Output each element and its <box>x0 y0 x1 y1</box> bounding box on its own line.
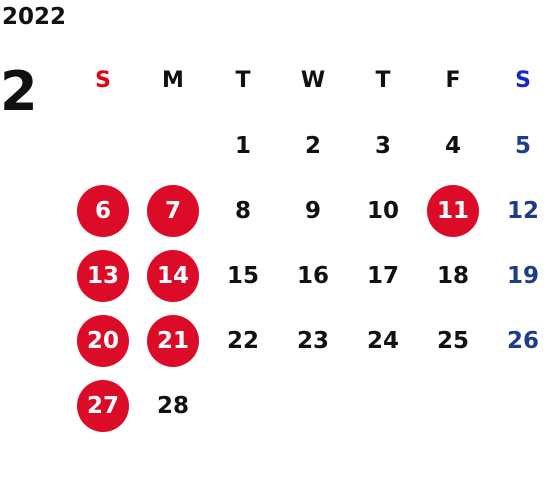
holiday-date: 13 <box>77 249 129 302</box>
weekday-header-sat: S <box>515 68 531 93</box>
date-cell[interactable]: 27 <box>68 373 138 438</box>
date-number: 15 <box>226 262 259 289</box>
date-number: 9 <box>304 197 321 224</box>
date-number: 19 <box>506 262 539 289</box>
weekday-header-wed: W <box>300 68 326 93</box>
date-number: 26 <box>506 327 539 354</box>
empty-cell <box>488 373 548 438</box>
date-cell[interactable]: 25 <box>418 308 488 373</box>
weekday-header-thu: T <box>375 68 391 93</box>
holiday-date: 27 <box>77 379 129 432</box>
weekday-header-tue: T <box>235 68 251 93</box>
empty-cell <box>138 113 208 178</box>
weekday-header-fri: F <box>445 68 461 93</box>
date-cell[interactable]: 14 <box>138 243 208 308</box>
date-cell[interactable]: 17 <box>348 243 418 308</box>
date-cell[interactable]: 16 <box>278 243 348 308</box>
date-cell[interactable]: 5 <box>488 113 548 178</box>
date-cell[interactable]: 18 <box>418 243 488 308</box>
holiday-date: 7 <box>147 184 199 237</box>
date-cell[interactable]: 28 <box>138 373 208 438</box>
date-number: 18 <box>436 262 469 289</box>
date-cell[interactable]: 26 <box>488 308 548 373</box>
date-number: 2 <box>304 132 321 159</box>
date-cell[interactable]: 19 <box>488 243 548 308</box>
date-number: 3 <box>374 132 391 159</box>
date-number: 4 <box>444 132 461 159</box>
empty-cell <box>68 113 138 178</box>
date-number: 28 <box>156 392 189 419</box>
holiday-date: 11 <box>427 184 479 237</box>
date-number: 22 <box>226 327 259 354</box>
empty-cell <box>348 373 418 438</box>
weekday-header-mon: M <box>162 68 184 93</box>
date-number: 25 <box>436 327 469 354</box>
date-cell[interactable]: 6 <box>68 178 138 243</box>
holiday-date: 6 <box>77 184 129 237</box>
date-number: 1 <box>234 132 251 159</box>
empty-cell <box>208 373 278 438</box>
date-number: 5 <box>514 132 531 159</box>
holiday-date: 20 <box>77 314 129 367</box>
date-number: 24 <box>366 327 399 354</box>
date-cell[interactable]: 10 <box>348 178 418 243</box>
date-cell[interactable]: 4 <box>418 113 488 178</box>
date-number: 16 <box>296 262 329 289</box>
date-cell[interactable]: 9 <box>278 178 348 243</box>
date-cell[interactable]: 22 <box>208 308 278 373</box>
date-number: 17 <box>366 262 399 289</box>
empty-cell <box>278 373 348 438</box>
holiday-date: 21 <box>147 314 199 367</box>
date-cell[interactable]: 23 <box>278 308 348 373</box>
date-number: 23 <box>296 327 329 354</box>
date-cell[interactable]: 21 <box>138 308 208 373</box>
weekday-header-sun: S <box>95 68 111 93</box>
date-number: 8 <box>234 197 251 224</box>
holiday-date: 14 <box>147 249 199 302</box>
date-cell[interactable]: 20 <box>68 308 138 373</box>
date-cell[interactable]: 1 <box>208 113 278 178</box>
date-cell[interactable]: 15 <box>208 243 278 308</box>
date-cell[interactable]: 13 <box>68 243 138 308</box>
empty-cell <box>418 373 488 438</box>
month-number: 2 <box>0 60 38 123</box>
date-cell[interactable]: 7 <box>138 178 208 243</box>
date-number: 12 <box>506 197 539 224</box>
date-cell[interactable]: 8 <box>208 178 278 243</box>
year-label: 2022 <box>2 4 67 30</box>
date-cell[interactable]: 3 <box>348 113 418 178</box>
date-cell[interactable]: 24 <box>348 308 418 373</box>
date-cell[interactable]: 2 <box>278 113 348 178</box>
date-number: 10 <box>366 197 399 224</box>
date-cell[interactable]: 11 <box>418 178 488 243</box>
date-cell[interactable]: 12 <box>488 178 548 243</box>
